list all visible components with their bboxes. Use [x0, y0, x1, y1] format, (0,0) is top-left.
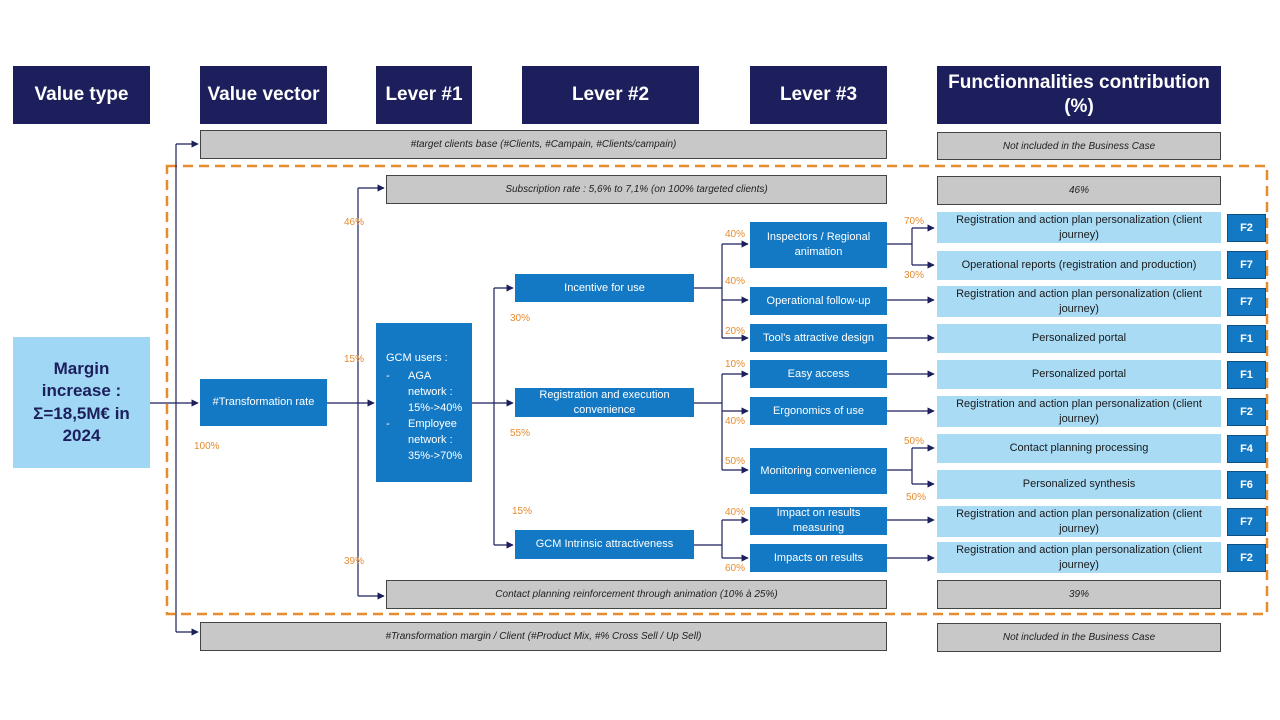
- transformation-margin-bar: #Transformation margin / Client (#Produc…: [200, 622, 887, 651]
- func-tag-9: F7: [1227, 508, 1266, 536]
- lever3-operational: Operational follow-up: [750, 287, 887, 315]
- pct-impact-measuring: 40%: [725, 507, 746, 518]
- lever3-inspectors: Inspectors / Regional animation: [750, 222, 887, 268]
- pct-easy-access: 10%: [725, 359, 746, 370]
- func-row-6: Registration and action plan personaliza…: [937, 396, 1221, 427]
- header-value-vector: Value vector: [200, 66, 327, 124]
- func-row-7: Contact planning processing: [937, 434, 1221, 463]
- func-row-9: Registration and action plan personaliza…: [937, 506, 1221, 537]
- func-row-1: Registration and action plan personaliza…: [937, 212, 1221, 243]
- contact-planning-bar: Contact planning reinforcement through a…: [386, 580, 887, 609]
- lever2-incentive: Incentive for use: [515, 274, 694, 302]
- header-value-type: Value type: [13, 66, 150, 124]
- pct-func-30: 30%: [904, 270, 925, 281]
- gcm-users-title: GCM users :: [386, 352, 448, 364]
- pct-monitoring: 50%: [725, 456, 746, 467]
- func-tag-8: F6: [1227, 471, 1266, 499]
- margin-line1: Margin: [53, 359, 110, 379]
- lever3-easy-access: Easy access: [750, 360, 887, 388]
- subscription-pct-bar: 46%: [937, 176, 1221, 205]
- func-row-2: Operational reports (registration and pr…: [937, 251, 1221, 280]
- pct-intrinsic: 15%: [512, 506, 533, 517]
- not-included-top: Not included in the Business Case: [937, 132, 1221, 160]
- gcm-users-box: GCM users : AGA network : 15%->40% Emplo…: [376, 323, 472, 482]
- pct-transformation: 100%: [194, 441, 220, 452]
- not-included-bottom: Not included in the Business Case: [937, 623, 1221, 652]
- header-lever2: Lever #2: [522, 66, 699, 124]
- transformation-rate-box: #Transformation rate: [200, 379, 327, 426]
- margin-line3: Σ=18,5M€ in: [33, 403, 130, 423]
- margin-line4: 2024: [62, 425, 101, 445]
- pct-func-50a: 50%: [904, 436, 925, 447]
- contact-pct-bar: 39%: [937, 580, 1221, 609]
- pct-ergonomics: 40%: [725, 416, 746, 427]
- lever2-registration: Registration and execution convenience: [515, 388, 694, 417]
- pct-contact-planning: 39%: [344, 556, 365, 567]
- header-functionalities: Functionnalities contribution (%): [937, 66, 1221, 124]
- lever3-impact-measuring: Impact on results measuring: [750, 507, 887, 535]
- func-row-10: Registration and action plan personaliza…: [937, 542, 1221, 573]
- gcm-users-employee: Employee network : 35%->70%: [386, 417, 464, 465]
- subscription-rate-bar: Subscription rate : 5,6% to 7,1% (on 100…: [386, 175, 887, 204]
- margin-increase-box: Margin increase : Σ=18,5M€ in 2024: [13, 337, 150, 468]
- margin-line2: increase :: [41, 381, 122, 401]
- pct-incentive: 30%: [510, 313, 531, 324]
- pct-inspectors: 40%: [725, 229, 746, 240]
- func-tag-7: F4: [1227, 435, 1266, 463]
- pct-subscription: 46%: [344, 217, 365, 228]
- func-row-5: Personalized portal: [937, 360, 1221, 389]
- pct-registration: 55%: [510, 428, 531, 439]
- lever3-ergonomics: Ergonomics of use: [750, 397, 887, 425]
- lever3-tools: Tool's attractive design: [750, 324, 887, 352]
- pct-impacts: 60%: [725, 563, 746, 574]
- func-tag-1: F2: [1227, 214, 1266, 242]
- pct-gcm-users: 15%: [344, 354, 365, 365]
- func-row-8: Personalized synthesis: [937, 470, 1221, 499]
- func-tag-10: F2: [1227, 544, 1266, 572]
- header-lever1: Lever #1: [376, 66, 472, 124]
- func-tag-6: F2: [1227, 398, 1266, 426]
- func-row-3: Registration and action plan personaliza…: [937, 286, 1221, 317]
- lever2-intrinsic: GCM Intrinsic attractiveness: [515, 530, 694, 559]
- func-tag-4: F1: [1227, 325, 1266, 353]
- header-lever3: Lever #3: [750, 66, 887, 124]
- pct-tools: 20%: [725, 326, 746, 337]
- lever3-impacts: Impacts on results: [750, 544, 887, 572]
- pct-func-50b: 50%: [906, 492, 927, 503]
- lever3-monitoring: Monitoring convenience: [750, 448, 887, 494]
- func-row-4: Personalized portal: [937, 324, 1221, 353]
- target-clients-bar: #target clients base (#Clients, #Campain…: [200, 130, 887, 159]
- gcm-users-aga: AGA network : 15%->40%: [386, 369, 464, 417]
- func-tag-3: F7: [1227, 288, 1266, 316]
- pct-operational: 40%: [725, 276, 746, 287]
- func-tag-2: F7: [1227, 251, 1266, 279]
- pct-func-70: 70%: [904, 216, 925, 227]
- func-tag-5: F1: [1227, 361, 1266, 389]
